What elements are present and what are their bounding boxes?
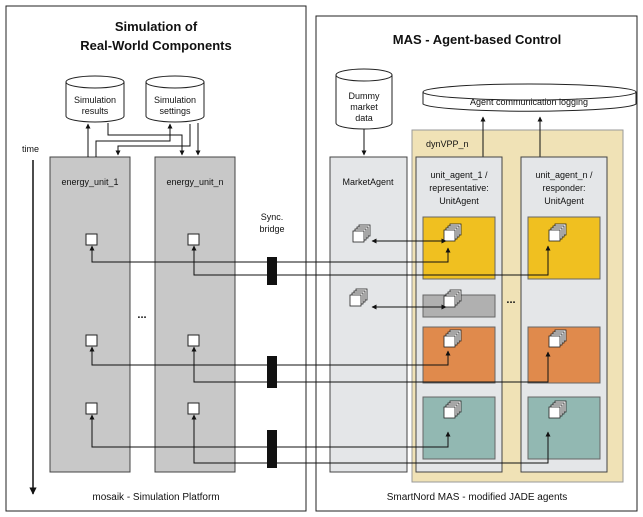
simulation-settings-db: Simulation settings [145,75,205,123]
simulation-results-db: Simulation results [65,75,125,123]
agent-stack-icons [349,223,567,419]
dummy-db-label-3: data [355,113,373,123]
simulation-settings-label-2: settings [159,106,191,116]
mas-footer: SmartNord MAS - modified JADE agents [387,492,568,503]
agent-ellipsis: ... [506,294,515,306]
agent-communication-logging: Agent communication logging [422,83,637,112]
dummy-db-label-1: Dummy [349,91,380,101]
agent-stack-icon [349,288,368,307]
energy-unit-1-column [49,156,131,473]
unit-agent-n-label-2: responder: [542,183,585,193]
simulation-title-line2: Real-World Components [80,38,231,53]
agent-stack-icon [443,289,462,308]
sync-bridge-label-2: bridge [259,224,284,234]
agent-stack-icon [443,329,462,348]
market-agent-label: MarketAgent [342,177,394,187]
market-agent-column [329,156,408,473]
energy-unit-n-label: energy_unit_n [166,177,223,187]
sync-bridge-label-1: Sync. [261,212,284,222]
agent-stack-icon [548,223,567,242]
unit-agent-1-label-2: representative: [429,183,489,193]
agent-stack-icon [548,400,567,419]
time-label: time [22,144,39,154]
agent-stack-icon [443,400,462,419]
simulation-results-label-2: results [82,106,109,116]
dynvpp-label: dynVPP_n [426,139,469,149]
agent-stack-icon [443,223,462,242]
simulation-results-label-1: Simulation [74,95,116,105]
energy-unit-1-label: energy_unit_1 [61,177,118,187]
dummy-market-data-db: Dummy market data [335,68,393,130]
simulation-title-line1: Simulation of [115,19,198,34]
logging-label: Agent communication logging [470,97,588,107]
unit-agent-n-label-1: unit_agent_n / [535,170,593,180]
sync-bridge-bars [267,257,277,468]
mas-title: MAS - Agent-based Control [393,32,562,47]
dummy-db-label-2: market [350,102,378,112]
unit-agent-1-label-3: UnitAgent [439,196,479,206]
unit-agent-1-label-1: unit_agent_1 / [430,170,488,180]
unit-agent-n-label-3: UnitAgent [544,196,584,206]
energy-unit-n-column [154,156,236,473]
logging-arrows [361,116,543,157]
sim-model-squares [85,233,200,415]
db-connections [85,123,201,157]
simulation-settings-label-1: Simulation [154,95,196,105]
agent-stack-icon [352,224,371,243]
agent-stack-icon [548,329,567,348]
simulation-footer: mosaik - Simulation Platform [92,492,219,503]
sim-ellipsis: ... [137,309,146,321]
